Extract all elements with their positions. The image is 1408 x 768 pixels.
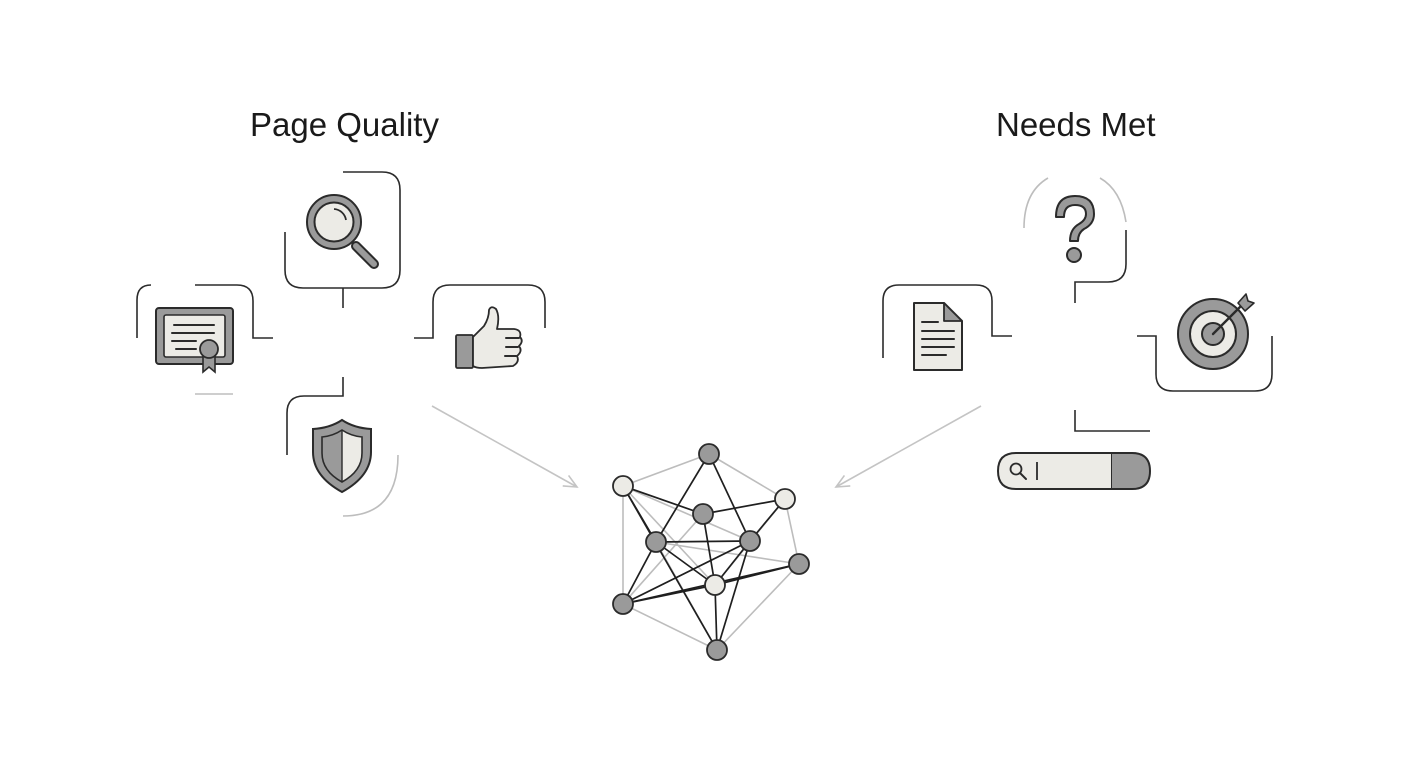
certificate-frame	[136, 284, 152, 338]
target-icon	[1177, 293, 1255, 370]
network-edge-light	[708, 453, 786, 500]
network-node	[739, 530, 761, 552]
network-edge	[622, 485, 718, 651]
network-edge	[708, 453, 751, 542]
network-edge-light	[784, 498, 800, 565]
network-node	[645, 531, 667, 553]
network-edges-front	[622, 453, 800, 651]
shield-frame-arc	[342, 454, 399, 517]
network-edge-light	[622, 485, 716, 586]
network-node	[774, 488, 796, 510]
network-node	[692, 503, 714, 525]
question-frame-arc-right	[1099, 177, 1127, 223]
network-nodes	[612, 443, 810, 661]
question-mark-icon	[1055, 195, 1095, 263]
network-graph	[612, 443, 810, 661]
network-edge	[622, 485, 704, 515]
network-edge	[655, 453, 710, 543]
network-edge-light	[622, 453, 710, 487]
network-node	[612, 593, 634, 615]
network-edge	[622, 541, 657, 605]
network-edge-light	[622, 603, 718, 651]
network-edge	[702, 513, 716, 586]
thumbs-up-icon	[455, 306, 523, 369]
search-bar-frame	[1074, 410, 1150, 432]
target-frame	[1137, 335, 1273, 392]
network-edge	[702, 498, 786, 515]
network-node	[788, 553, 810, 575]
shield-icon	[312, 418, 372, 494]
page-quality-title: Page Quality	[250, 106, 439, 143]
magnifier-icon	[306, 194, 379, 269]
network-edge-light	[622, 513, 704, 605]
network-edge	[622, 584, 716, 605]
magnifier-frame	[284, 171, 401, 289]
question-frame	[1074, 230, 1127, 303]
network-edge-light	[716, 563, 800, 651]
document-icon	[913, 302, 963, 371]
question-frame-arc	[1023, 177, 1049, 229]
search-bar-icon	[996, 452, 1152, 490]
needs-met-cluster	[882, 177, 1273, 490]
network-edges-back	[622, 453, 800, 651]
network-edge	[716, 540, 751, 651]
network-edge	[622, 540, 751, 605]
network-node	[612, 475, 634, 497]
certificate-frame-right	[195, 284, 273, 339]
needs-met-title: Needs Met	[996, 106, 1156, 143]
network-edge	[655, 541, 716, 586]
certificate-icon	[155, 307, 234, 374]
arrow-page-quality	[431, 405, 579, 488]
shield-frame	[286, 377, 344, 455]
page-quality-cluster	[136, 171, 546, 517]
network-node	[698, 443, 720, 465]
network-edge-light	[622, 485, 751, 542]
document-frame	[882, 284, 1012, 358]
arrow-needs-met	[834, 405, 982, 488]
network-edge	[655, 540, 751, 543]
thumbs-up-frame	[414, 284, 546, 339]
network-node	[704, 574, 726, 596]
network-node	[706, 639, 728, 661]
